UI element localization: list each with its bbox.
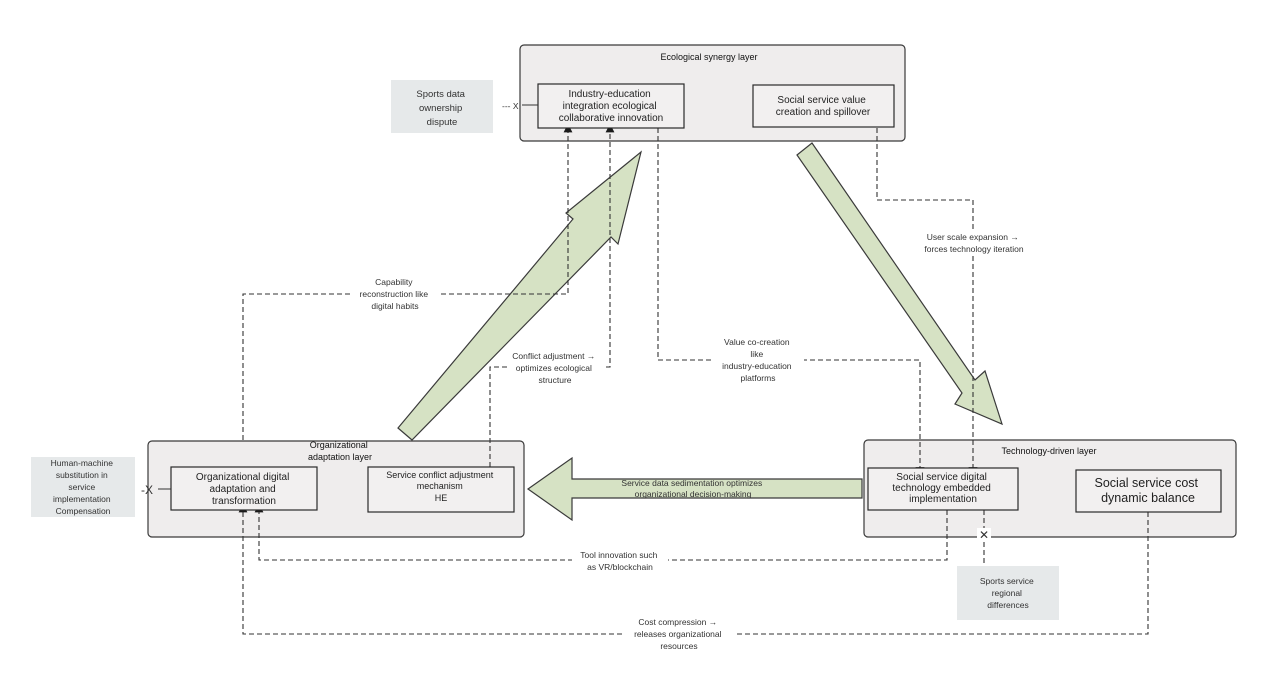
tech-to-org-arrow	[526, 456, 863, 522]
regional-x-bg	[977, 528, 991, 542]
tool-innovation-label-bg	[572, 549, 668, 573]
human-machine-risk-label: Human-machine substitution in service im…	[51, 458, 116, 516]
tool-innovation-label: Tool innovation such as VR/blockchain	[580, 550, 659, 572]
conflict-label: Conflict adjustment → optimizes ecologic…	[512, 351, 598, 385]
data-sedimentation-label: Service data sedimentation optimizes org…	[621, 478, 764, 499]
cost-compression-label-bg	[624, 616, 736, 652]
conflict-label-bg	[507, 350, 603, 386]
ecological-layer-title: Ecological synergy layer	[660, 52, 757, 62]
ownership-risk-label: Sports data ownership dispute	[416, 89, 467, 128]
value-cocreation-edge	[657, 128, 925, 469]
industry-education-label: Industry-education integration ecologica…	[559, 89, 664, 124]
user-scale-label-bg	[912, 231, 1036, 255]
org-digital-label: Organizational digital adaptation and tr…	[196, 472, 292, 507]
ownership-risk-box	[391, 80, 493, 133]
cost-balance-node	[1075, 469, 1222, 513]
org-to-eco-arrow	[397, 150, 643, 441]
technology-layer	[863, 439, 1237, 538]
organizational-layer	[147, 440, 525, 538]
social-digital-label: Social service digital technology embedd…	[892, 472, 993, 505]
cost-balance-label: Social service cost dynamic balance	[1095, 476, 1202, 505]
regional-risk-box	[957, 566, 1059, 620]
social-digital-node	[867, 467, 1019, 511]
service-conflict-node	[367, 466, 515, 513]
human-machine-risk-box	[31, 457, 135, 517]
technology-layer-title: Technology-driven layer	[1001, 446, 1096, 456]
cost-compression-label: Cost compression → releases organization…	[634, 617, 724, 651]
regional-x-marker: ✕	[979, 528, 989, 542]
user-scale-edge	[876, 128, 978, 469]
regional-risk-label: Sports service regional differences	[980, 576, 1036, 610]
service-conflict-label: Service conflict adjustment mechanism HE	[386, 470, 496, 503]
user-scale-label: User scale expansion → forces technology…	[924, 232, 1023, 254]
ownership-x-marker: --- X	[502, 101, 519, 111]
cost-compression-edge	[238, 503, 1149, 635]
social-value-node	[752, 84, 895, 128]
value-cocreation-label-bg	[712, 336, 804, 384]
social-value-label: Social service value creation and spillo…	[776, 95, 871, 118]
capability-label-bg	[352, 276, 438, 312]
capability-label: Capability reconstruction like digital h…	[360, 277, 431, 311]
human-machine-x-marker: -X	[141, 483, 153, 497]
industry-education-node	[537, 83, 685, 129]
organizational-layer-title: Organizational adaptation layer	[308, 440, 372, 462]
eco-to-tech-arrow	[796, 142, 1003, 426]
value-cocreation-label: Value co-creation like industry-educatio…	[722, 337, 794, 383]
